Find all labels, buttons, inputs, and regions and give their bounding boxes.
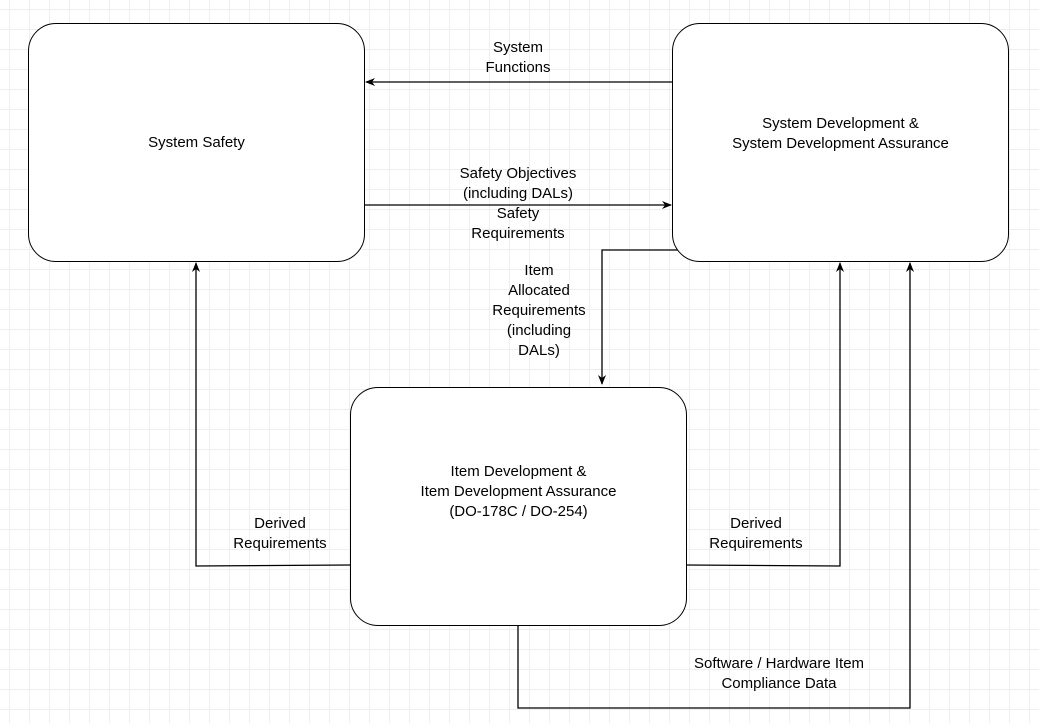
edge-label-derived-requirements-left: Derived Requirements	[215, 514, 345, 554]
connector-compliance-data	[517, 262, 914, 709]
node-item-development-line-2: Item Development Assurance	[420, 482, 617, 500]
edge-label-derived-right-line-1: Derived	[730, 515, 782, 532]
edge-label-item-allocated-line-1: Item	[524, 262, 554, 279]
connector-derived-requirements-right	[685, 262, 844, 567]
node-item-development-line-3: (DO-178C / DO-254)	[449, 502, 588, 520]
edge-label-compliance-line-1: Software / Hardware Item	[693, 655, 865, 672]
edge-label-item-allocated-line-5: DALs)	[518, 342, 560, 359]
edge-label-safety-objectives: Safety Objectives (including DALs) Safet…	[428, 164, 608, 244]
edge-label-item-allocated-requirements: Item Allocated Requirements (including D…	[479, 261, 599, 361]
node-system-safety[interactable]: System Safety	[28, 23, 365, 262]
edge-label-derived-requirements-right: Derived Requirements	[691, 514, 821, 554]
node-system-safety-line-1: System Safety	[148, 133, 245, 151]
edge-label-derived-right-line-2: Requirements	[709, 535, 803, 552]
edge-label-item-allocated-line-4: (including	[506, 322, 572, 339]
edge-label-system-functions-line-2: Functions	[485, 59, 551, 76]
node-item-development-label: Item Development & Item Development Assu…	[351, 462, 686, 522]
edge-label-derived-left-line-2: Requirements	[233, 535, 327, 552]
edge-label-item-allocated-line-3: Requirements	[492, 302, 586, 319]
edge-label-safety-objectives-line-4: Requirements	[471, 225, 565, 242]
edge-label-compliance-data: Software / Hardware Item Compliance Data	[674, 654, 884, 694]
edge-label-system-functions-line-1: System	[492, 39, 543, 56]
edge-label-compliance-line-2: Compliance Data	[721, 675, 837, 692]
edge-label-system-functions: System Functions	[458, 38, 578, 78]
edge-label-safety-objectives-line-1: Safety Objectives	[459, 165, 577, 182]
node-item-development[interactable]: Item Development & Item Development Assu…	[350, 387, 687, 626]
node-system-development[interactable]: System Development & System Development …	[672, 23, 1009, 262]
edge-label-item-allocated-line-2: Allocated	[508, 282, 570, 299]
node-item-development-line-1: Item Development &	[450, 462, 587, 480]
edge-label-safety-objectives-line-2: (including DALs)	[462, 185, 574, 202]
node-system-development-line-2: System Development Assurance	[732, 134, 949, 152]
node-system-development-label: System Development & System Development …	[673, 114, 1008, 154]
node-system-safety-label: System Safety	[29, 133, 364, 153]
connector-item-allocated-requirements	[598, 249, 683, 385]
edge-label-safety-objectives-line-3: Safety	[496, 205, 540, 222]
node-system-development-line-1: System Development &	[762, 114, 919, 132]
connector-derived-requirements-left	[192, 262, 351, 567]
edge-label-derived-left-line-1: Derived	[254, 515, 306, 532]
